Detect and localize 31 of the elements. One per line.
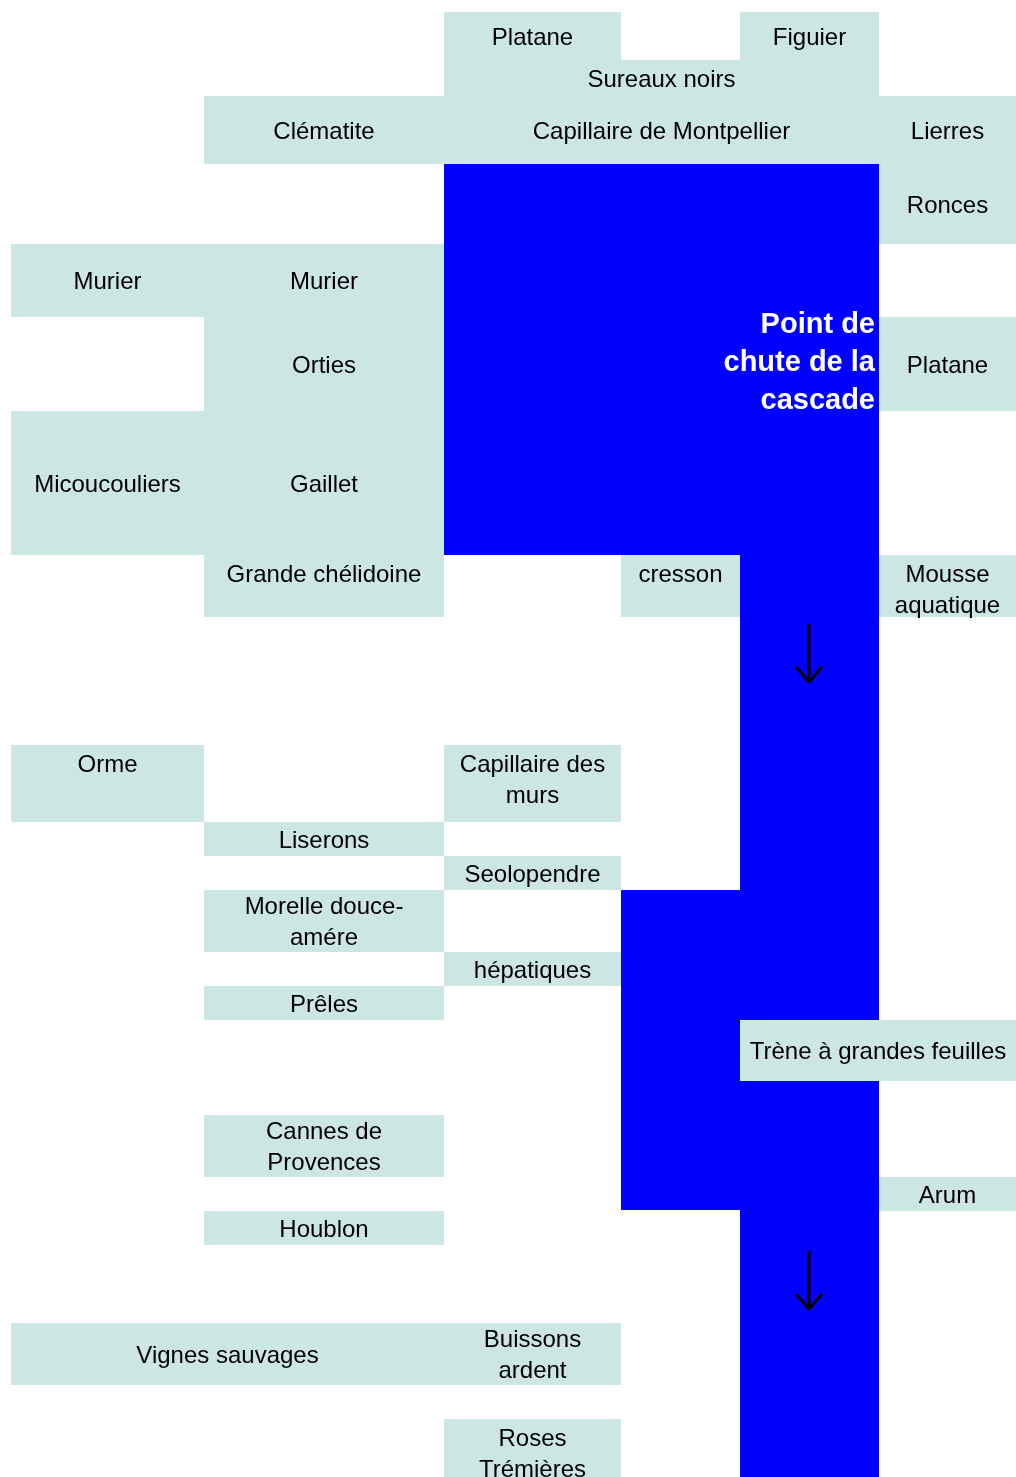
plant-cell: Seolopendre (444, 856, 621, 890)
plant-cell: Clématite (204, 96, 444, 164)
plant-cell: Morelle douce-amére (204, 890, 444, 952)
plant-cell: Capillaire des murs (444, 745, 621, 822)
waterfall-label: Point de chute de la cascade (722, 306, 875, 417)
plant-cell: Arum (879, 1177, 1016, 1211)
plant-cell: cresson (621, 555, 740, 617)
plant-cell: Micoucouliers (11, 411, 204, 555)
plant-cell: Trène à grandes feuilles (740, 1020, 1016, 1081)
plant-cell: Ronces (879, 164, 1016, 244)
plant-cell: Orties (204, 317, 444, 411)
plant-cell: Murier (11, 244, 204, 317)
plant-cell: Lierres (879, 96, 1016, 164)
plant-cell: Grande chélidoine (204, 555, 444, 617)
plant-cell: Mousse aquatique (879, 555, 1016, 617)
plant-cell: Liserons (204, 822, 444, 856)
plant-cell: Orme (11, 745, 204, 822)
plant-cell: Buissons ardent (444, 1323, 621, 1385)
plant-cell: Roses Trémières (444, 1419, 621, 1477)
plant-cell: Cannes de Provences (204, 1115, 444, 1177)
plant-cell: Gaillet (204, 411, 444, 555)
plant-cell: Sureaux noirs (444, 60, 879, 96)
plant-cell: Vignes sauvages (11, 1323, 444, 1385)
plant-cell: Platane (879, 317, 1016, 411)
plant-cell: Figuier (740, 12, 879, 60)
plant-cell: hépatiques (444, 952, 621, 986)
plant-cell: Murier (204, 244, 444, 317)
plant-cell: Prêles (204, 986, 444, 1020)
plant-cell: Houblon (204, 1211, 444, 1245)
plant-cell: Capillaire de Montpellier (444, 96, 879, 164)
plant-cell: Platane (444, 12, 621, 60)
